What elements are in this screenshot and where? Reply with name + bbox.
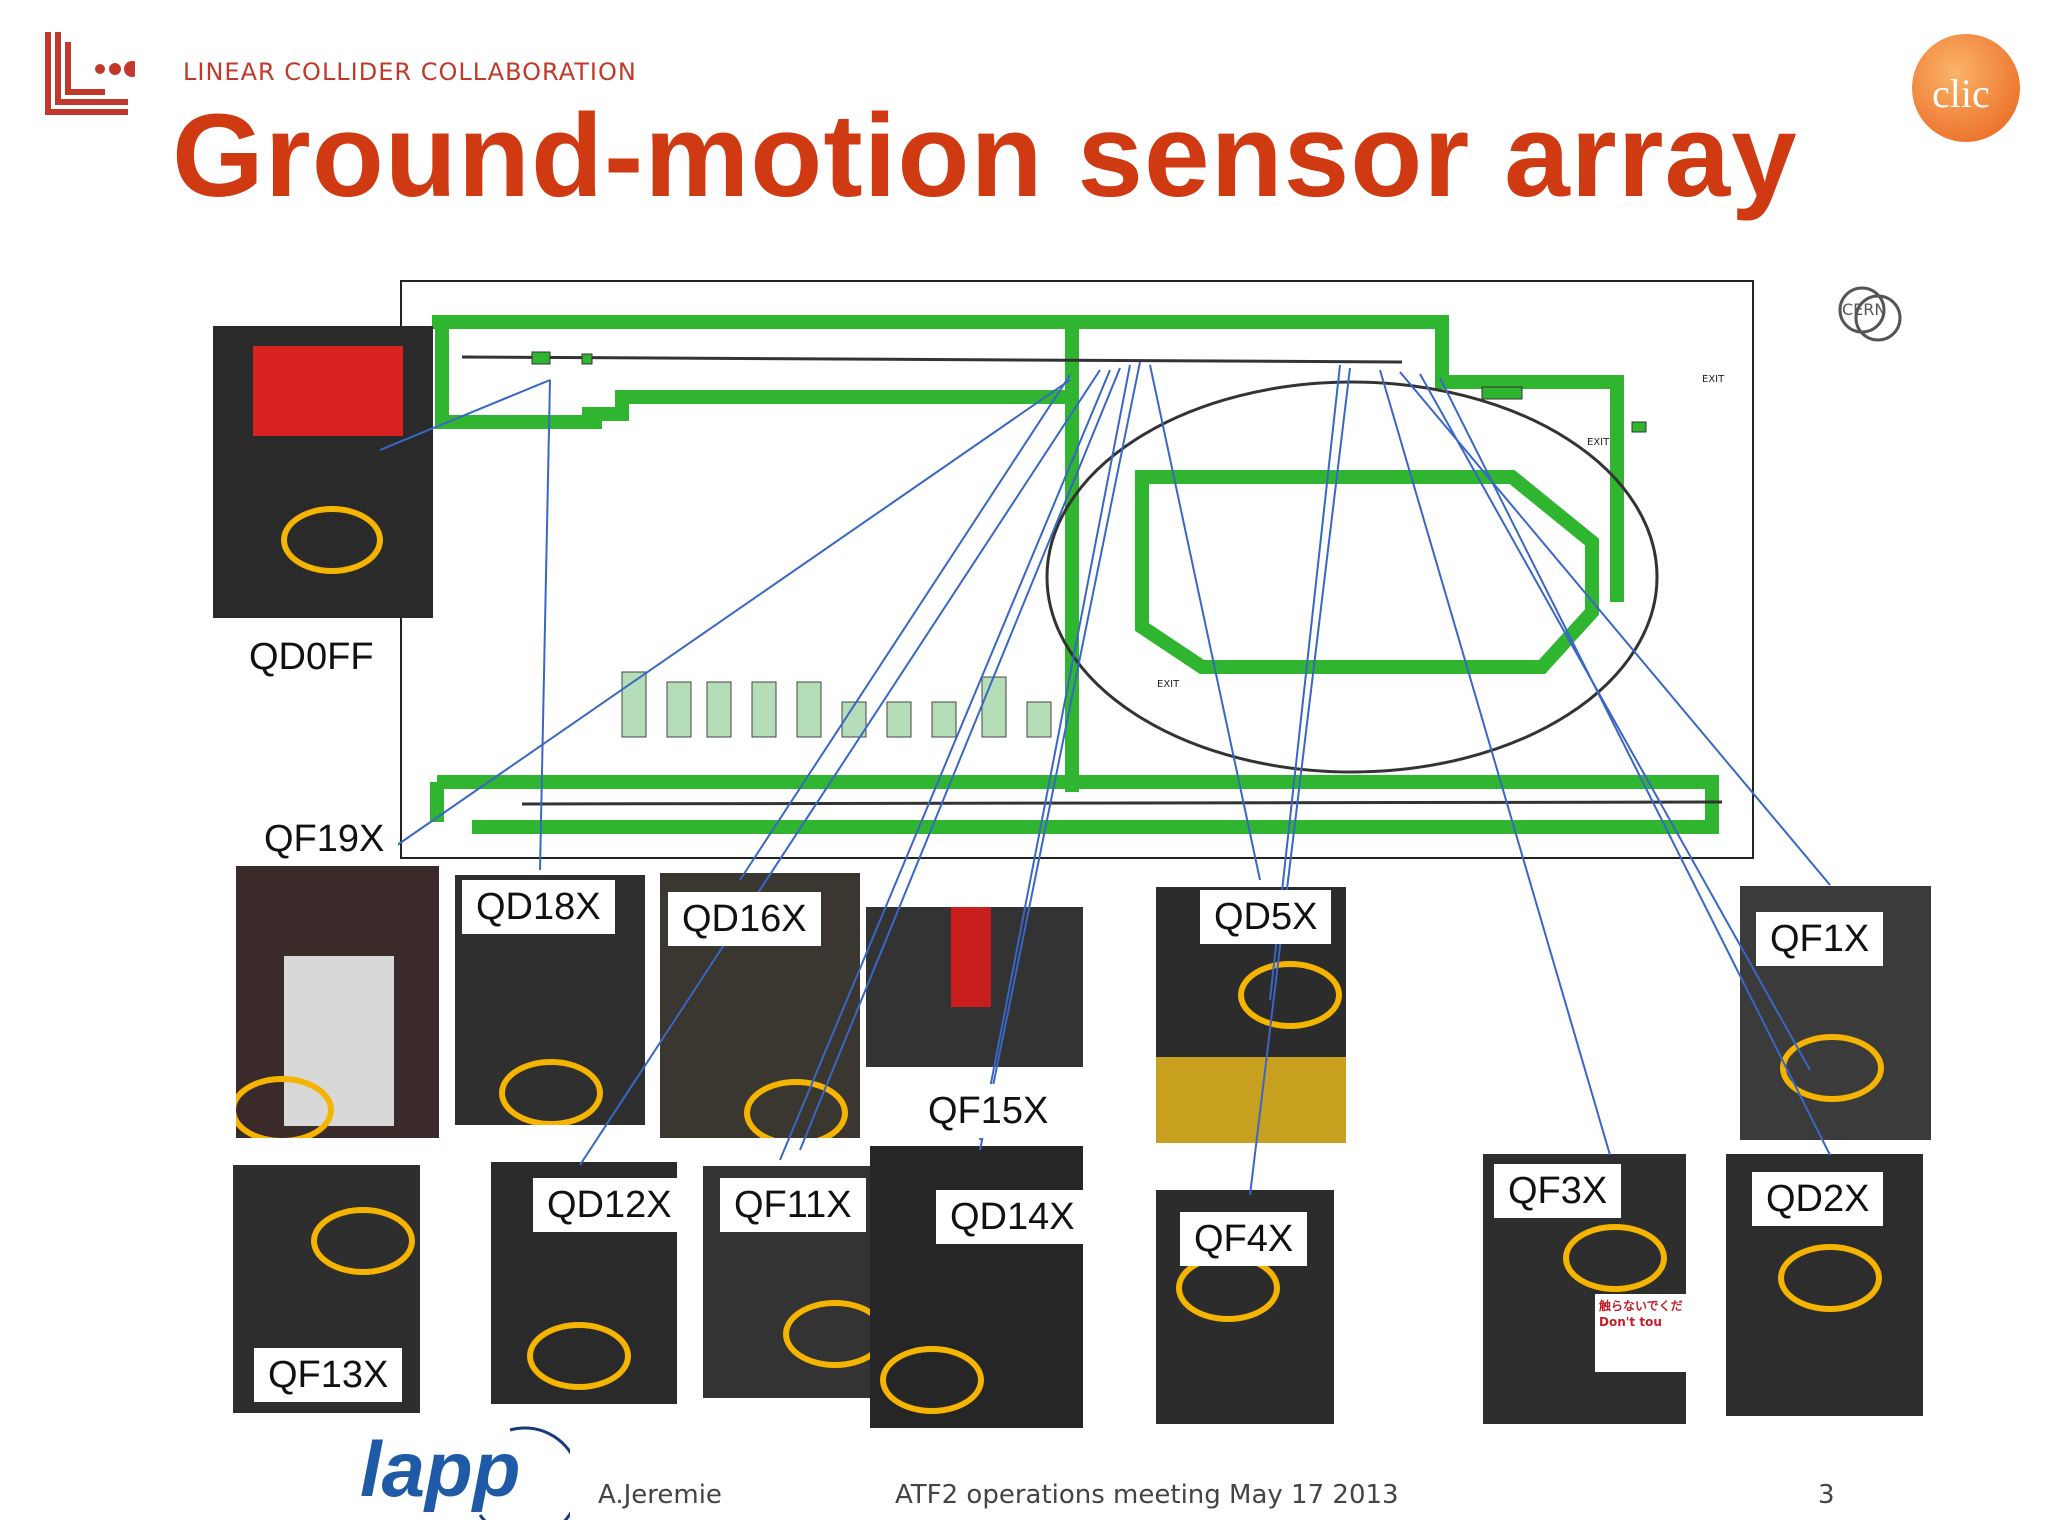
sensor-highlight-ring <box>527 1322 631 1390</box>
sensor-label-qf15x: QF15X <box>914 1084 1063 1138</box>
sensor-label-qf3x: QF3X <box>1494 1164 1622 1218</box>
exit-label: EXIT <box>1587 437 1610 448</box>
cern-logo: CERN <box>1830 278 1910 358</box>
sensor-label-qd12x: QD12X <box>533 1178 686 1232</box>
sensor-label-qd16x: QD16X <box>668 892 821 946</box>
sensor-highlight-ring <box>744 1079 848 1138</box>
sensor-label-qd18x: QD18X <box>462 880 615 934</box>
clic-logo-text: clic <box>1932 71 1990 116</box>
sensor-label-qd14x: QD14X <box>936 1190 1089 1244</box>
exit-label: EXIT <box>1157 679 1180 690</box>
sensor-highlight-ring <box>1563 1224 1667 1292</box>
clic-logo: clic <box>1912 34 2020 142</box>
sensor-photo-qf15x <box>866 907 1083 1067</box>
facility-map: EXIT EXIT EXIT <box>400 280 1754 859</box>
sensor-highlight-ring <box>880 1346 984 1414</box>
sensor-label-qd5x: QD5X <box>1200 890 1332 944</box>
sensor-label-qf13x: QF13X <box>254 1348 403 1402</box>
sensor-highlight-ring <box>1780 1034 1884 1102</box>
sensor-label-qd0ff: QD0FF <box>235 630 388 684</box>
sensor-label-qd2x: QD2X <box>1752 1172 1884 1226</box>
lapp-logo: lapp <box>360 1410 570 1520</box>
cern-logo-text: CERN <box>1842 300 1887 319</box>
sensor-photo-qf19x <box>236 866 439 1138</box>
warning-sign-line1: 触らないでくだ <box>1599 1299 1683 1313</box>
warning-sign-line2: Don't tou <box>1599 1315 1662 1329</box>
sensor-highlight-ring <box>236 1076 334 1138</box>
sensor-highlight-ring <box>783 1300 880 1368</box>
footer-author: A.Jeremie <box>598 1480 722 1510</box>
exit-label: EXIT <box>1702 374 1725 385</box>
page-number: 3 <box>1818 1480 1835 1510</box>
sensor-label-qf4x: QF4X <box>1180 1212 1308 1266</box>
sensor-highlight-ring <box>311 1207 415 1275</box>
sensor-highlight-ring <box>1238 961 1342 1029</box>
sensor-label-qf1x: QF1X <box>1756 912 1884 966</box>
sensor-label-qf19x: QF19X <box>250 812 399 866</box>
sensor-highlight-ring <box>499 1059 603 1125</box>
sensor-label-qf11x: QF11X <box>720 1178 866 1232</box>
sensor-photo-qd0ff <box>213 326 433 618</box>
lapp-logo-text: lapp <box>360 1425 521 1513</box>
lcc-logo <box>20 22 140 132</box>
warning-sign: 触らないでくだ Don't tou <box>1595 1294 1686 1372</box>
sensor-highlight-ring <box>281 506 383 574</box>
page-title: Ground-motion sensor array <box>172 90 1798 222</box>
footer-event: ATF2 operations meeting May 17 2013 <box>895 1480 1399 1510</box>
sensor-highlight-ring <box>1778 1244 1882 1312</box>
org-name: LINEAR COLLIDER COLLABORATION <box>183 58 637 86</box>
